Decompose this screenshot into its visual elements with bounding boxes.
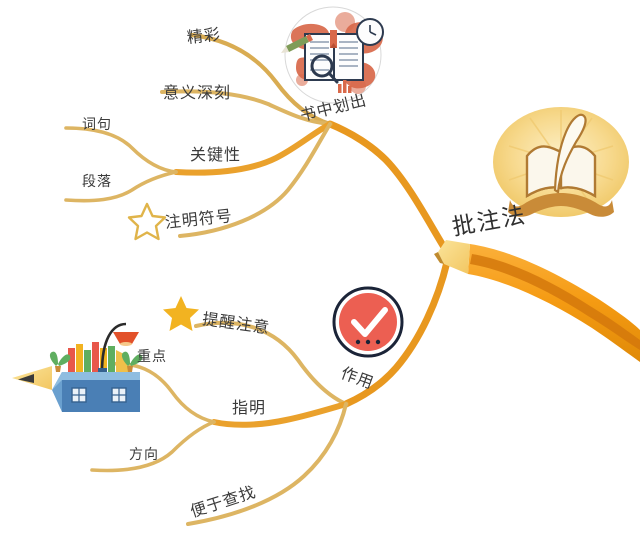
- node-label-ciju[interactable]: 词句: [82, 117, 112, 133]
- star-filled-icon: [163, 296, 199, 331]
- books-row-icon: [68, 342, 128, 372]
- node-label-zhiming[interactable]: 指明: [232, 398, 267, 417]
- branch-path-bottom-main: [342, 258, 451, 408]
- branch-path-yiyishenke: [160, 89, 332, 126]
- branch-path-fangxiang: [90, 420, 216, 473]
- node-label-duanluo[interactable]: 段落: [82, 174, 112, 190]
- red-check-circle-icon: [332, 286, 404, 358]
- pencil-house-bookshelf-illustration: [12, 322, 143, 412]
- node-label-guanjianxing[interactable]: 关键性: [190, 145, 242, 164]
- branch-path-duanluo: [64, 170, 178, 203]
- star-outline-icon: [127, 202, 167, 241]
- node-label-zhongdian[interactable]: 重点: [137, 349, 167, 365]
- branch-path-ciju: [64, 126, 178, 174]
- branch-path-guanjianxing: [173, 121, 333, 176]
- branch-path-bianyuchazhao: [186, 402, 348, 526]
- node-label-fangxiang[interactable]: 方向: [129, 447, 159, 463]
- branch-path-zhiming: [211, 401, 349, 428]
- desk-lamp-icon: [98, 322, 139, 373]
- bar-chart-small-icon: [338, 80, 352, 93]
- central-topic-emblem-icon: [493, 107, 629, 217]
- pencil-small-icon: [281, 34, 313, 53]
- book-magnifier-world-icon: [281, 6, 384, 104]
- node-label-jingcai[interactable]: 精彩: [185, 24, 222, 48]
- node-label-yiyishenke[interactable]: 意义深刻: [163, 83, 232, 102]
- branch-path-zhongdian: [108, 361, 216, 424]
- plant-icon: [49, 351, 71, 372]
- branch-path-zhumingfuhao: [178, 122, 332, 238]
- branch-path-tixingzhuyi: [194, 320, 348, 406]
- branch-path-jingcai: [189, 32, 333, 127]
- plant-icon-2: [121, 351, 143, 372]
- house-windows-icon: [71, 387, 127, 403]
- branch-path-top-main: [326, 120, 451, 256]
- central-pencil-illustration: [434, 240, 640, 362]
